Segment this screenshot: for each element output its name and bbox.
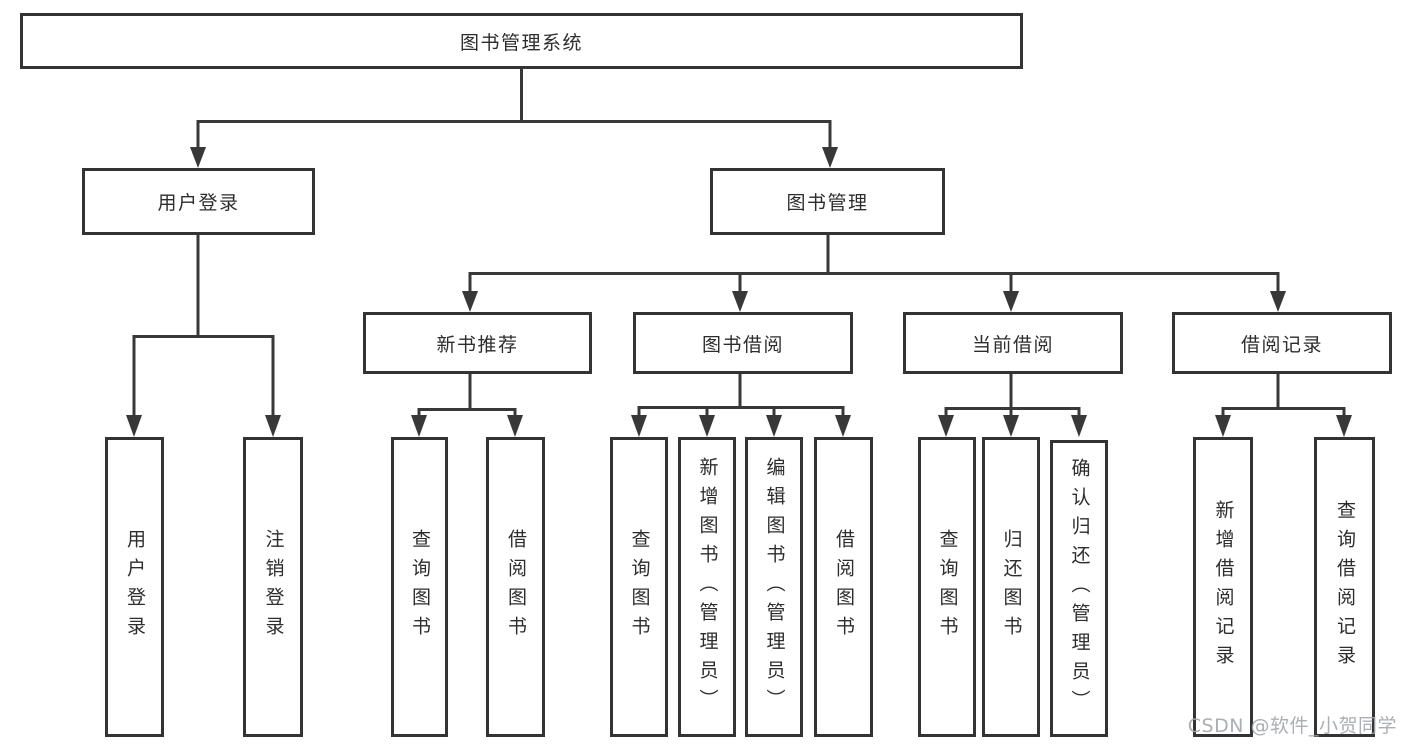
- node-book-borrow-label: 图书借阅: [701, 333, 784, 356]
- arrowhead: [1270, 291, 1286, 312]
- node-book-management-label: 图书管理: [786, 192, 869, 214]
- leaf-add-book-admin-label: 新增图书（管理员）: [696, 456, 719, 718]
- arrowhead: [766, 415, 782, 437]
- leaf-user-login-label: 用户登录: [124, 529, 146, 645]
- leaf-current-query-book: 查询图书: [918, 437, 976, 737]
- leaf-newrec-borrow-book-label: 借阅图书: [505, 529, 527, 645]
- arrowhead: [938, 415, 954, 437]
- arrowhead: [699, 415, 715, 437]
- node-borrow-records-label: 借阅记录: [1240, 333, 1323, 356]
- arrowhead: [507, 415, 523, 437]
- leaf-borrow-book-label: 借阅图书: [833, 529, 855, 645]
- leaf-return-book-label: 归还图书: [1000, 529, 1023, 645]
- node-borrow-records: 借阅记录: [1172, 312, 1392, 374]
- node-user-login: 用户登录: [82, 168, 315, 235]
- leaf-add-borrow-record-label: 新增借阅记录: [1212, 500, 1235, 674]
- connector-root-to-level2: [196, 66, 832, 149]
- arrowhead: [462, 291, 478, 312]
- connector-newbookrec-to-children: [417, 374, 517, 418]
- arrowhead: [1336, 415, 1352, 437]
- connector-userlogin-to-children: [132, 235, 275, 418]
- arrowhead: [265, 415, 281, 437]
- node-root-label: 图书管理系统: [459, 31, 583, 54]
- node-user-login-label: 用户登录: [157, 192, 240, 214]
- leaf-current-query-book-label: 查询图书: [936, 529, 959, 645]
- connector-bookborrow-to-children: [637, 374, 845, 418]
- node-book-management: 图书管理: [710, 168, 945, 235]
- leaf-borrow-book: 借阅图书: [814, 437, 873, 737]
- leaf-borrow-query-book: 查询图书: [610, 437, 668, 737]
- node-new-book-recommend-label: 新书推荐: [436, 333, 519, 356]
- arrowhead: [1003, 291, 1019, 312]
- arrowhead: [1215, 415, 1231, 437]
- leaf-edit-book-admin: 编辑图书（管理员）: [745, 437, 803, 737]
- leaf-newrec-borrow-book: 借阅图书: [486, 437, 545, 737]
- leaf-newrec-query-book: 查询图书: [391, 437, 448, 737]
- node-book-borrow: 图书借阅: [633, 312, 853, 374]
- arrowhead: [126, 415, 142, 437]
- arrowhead: [822, 147, 838, 168]
- arrowheads: [126, 147, 1352, 437]
- leaf-newrec-query-book-label: 查询图书: [409, 529, 431, 645]
- leaf-add-book-admin: 新增图书（管理员）: [678, 437, 736, 737]
- leaf-add-borrow-record: 新增借阅记录: [1193, 437, 1253, 737]
- leaf-return-book: 归还图书: [982, 437, 1040, 737]
- node-root: 图书管理系统: [20, 13, 1023, 69]
- leaf-user-login: 用户登录: [105, 437, 164, 737]
- node-current-borrow-label: 当前借阅: [971, 333, 1054, 356]
- arrowhead: [411, 415, 427, 437]
- arrowhead: [631, 415, 647, 437]
- connector-bookmgmt-to-level3: [468, 235, 1280, 293]
- connector-currentborrow-to-children: [944, 374, 1081, 418]
- node-new-book-recommend: 新书推荐: [363, 312, 592, 374]
- leaf-logout-label: 注销登录: [262, 529, 285, 645]
- leaf-confirm-return-admin: 确认归还（管理员）: [1050, 440, 1108, 737]
- connector-borrowrecords-to-children: [1221, 374, 1346, 418]
- arrowhead: [1003, 415, 1019, 437]
- leaf-logout: 注销登录: [243, 437, 303, 737]
- leaf-query-borrow-record: 查询借阅记录: [1314, 437, 1375, 737]
- arrowhead: [190, 147, 206, 168]
- arrowhead: [835, 415, 851, 437]
- arrowhead: [1071, 415, 1087, 437]
- leaf-confirm-return-admin-label: 确认归还（管理员）: [1068, 458, 1091, 719]
- leaf-borrow-query-book-label: 查询图书: [628, 529, 651, 645]
- node-current-borrow: 当前借阅: [903, 312, 1123, 374]
- leaf-edit-book-admin-label: 编辑图书（管理员）: [763, 456, 786, 718]
- leaf-query-borrow-record-label: 查询借阅记录: [1334, 500, 1356, 674]
- arrowhead: [732, 291, 748, 312]
